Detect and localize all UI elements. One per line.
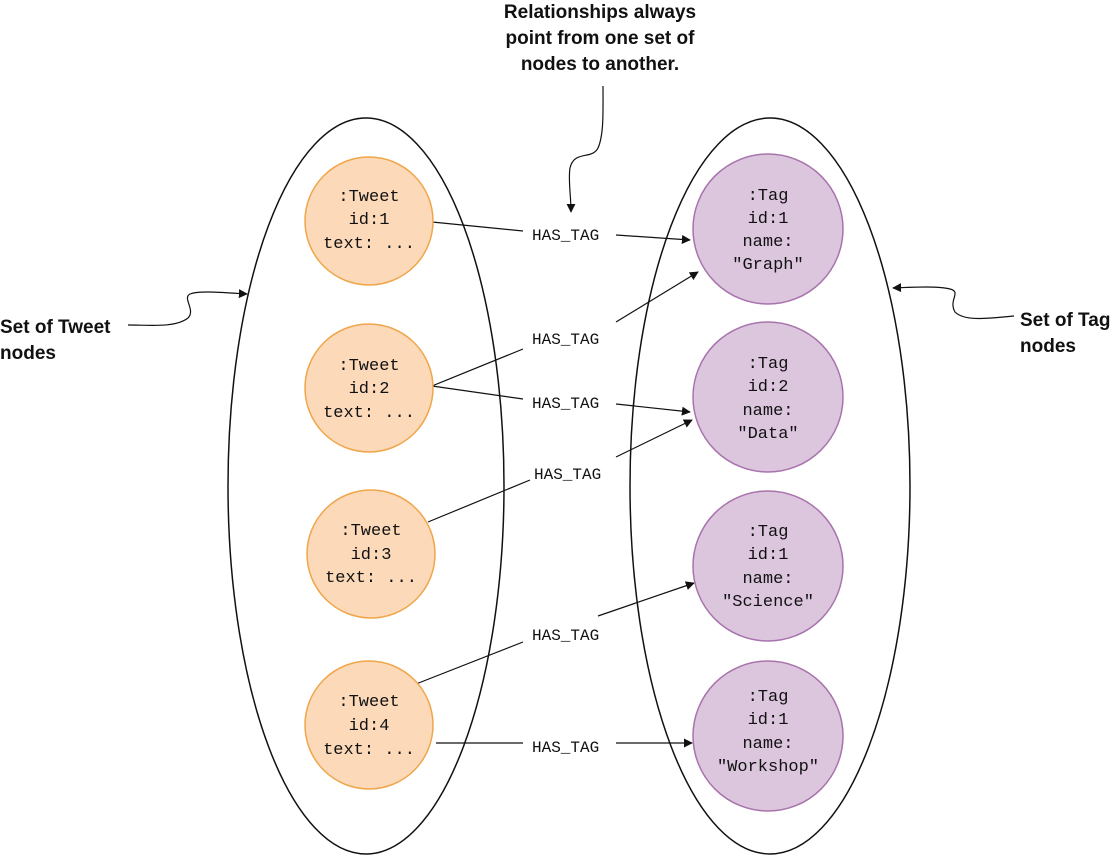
edge-t4-g3: HAS_TAG <box>415 581 695 685</box>
tweet-node-2: :Tweet id:2 text: ... <box>304 323 434 453</box>
tweet-node-text: text: ... <box>323 741 415 760</box>
tag-node-name-value: "Data" <box>737 425 798 444</box>
tweet-node-text: text: ... <box>323 404 415 423</box>
tweet-node-text: text: ... <box>323 235 415 254</box>
tag-node-id: id:1 <box>748 210 789 229</box>
tag-set-annotation-line-2: nodes <box>1020 336 1076 357</box>
tag-node-id: id:1 <box>748 546 789 565</box>
tweet-set-annotation-arrow <box>127 289 248 327</box>
tweet-set-annotation-line-2: nodes <box>0 343 56 364</box>
tag-node-id: id:1 <box>748 711 789 730</box>
edge-t1-g1: HAS_TAG <box>431 221 691 245</box>
tag-node-name-value: "Science" <box>722 593 814 612</box>
tweet-node-3: :Tweet id:3 text: ... <box>306 489 436 619</box>
tag-node-label: :Tag <box>748 187 789 206</box>
tag-set-annotation-line-1: Set of Tag <box>1020 310 1110 331</box>
tweet-node-4: :Tweet id:4 text: ... <box>304 660 434 790</box>
tweet-node-label: :Tweet <box>338 188 399 207</box>
edge-label: HAS_TAG <box>532 227 599 245</box>
tag-node-name-key: name: <box>742 402 793 421</box>
tag-node-name-value: "Graph" <box>732 256 803 275</box>
relationships-annotation-line-3: nodes to another. <box>521 54 679 75</box>
tweet-node-label: :Tweet <box>338 693 399 712</box>
tweet-set-ellipse <box>227 117 505 855</box>
edges-layer: HAS_TAG HAS_TAG HAS_TAG HAS_TAG HAS_TAG … <box>415 221 699 757</box>
tag-set-annotation: Set of Tag nodes <box>1020 310 1110 357</box>
edge-label: HAS_TAG <box>532 395 599 413</box>
tag-node-3: :Tag id:1 name: "Science" <box>692 490 844 642</box>
tweet-node-label: :Tweet <box>338 357 399 376</box>
relationships-annotation-line-1: Relationships always <box>504 2 696 23</box>
tweet-node-id: id:2 <box>349 380 390 399</box>
edge-t2-g1: HAS_TAG <box>431 271 699 387</box>
tweet-set-annotation: Set of Tweet nodes <box>0 317 111 364</box>
tweet-set-annotation-line-1: Set of Tweet <box>0 317 111 338</box>
tag-node-name-key: name: <box>742 570 793 589</box>
edge-label: HAS_TAG <box>534 466 601 484</box>
tag-node-label: :Tag <box>748 523 789 542</box>
tag-set-ellipse <box>629 117 911 855</box>
tag-node-name-key: name: <box>742 233 793 252</box>
edge-t2-g2: HAS_TAG <box>431 385 691 416</box>
tag-node-4: :Tag id:1 name: "Workshop" <box>692 660 844 812</box>
edge-t4-g4: HAS_TAG <box>436 738 693 757</box>
edge-label: HAS_TAG <box>532 627 599 645</box>
tag-node-label: :Tag <box>748 355 789 374</box>
edge-t3-g2: HAS_TAG <box>427 419 693 523</box>
tag-set-annotation-arrow <box>892 283 1015 320</box>
tag-node-name-key: name: <box>742 735 793 754</box>
edge-label: HAS_TAG <box>532 739 599 757</box>
tag-node-2: :Tag id:2 name: "Data" <box>692 321 844 473</box>
edge-label: HAS_TAG <box>532 331 599 349</box>
relationships-annotation-arrow <box>566 85 604 213</box>
tweet-node-id: id:4 <box>349 717 390 736</box>
tag-node-name-value: "Workshop" <box>717 758 819 777</box>
relationships-annotation-line-2: point from one set of <box>506 28 696 49</box>
tweet-node-label: :Tweet <box>340 522 401 541</box>
relationships-annotation: Relationships always point from one set … <box>504 2 696 75</box>
tag-node-id: id:2 <box>748 378 789 397</box>
tweet-node-text: text: ... <box>325 569 417 588</box>
tag-node-label: :Tag <box>748 688 789 707</box>
tweet-node-1: :Tweet id:1 text: ... <box>304 156 434 286</box>
tag-node-1: :Tag id:1 name: "Graph" <box>692 153 844 305</box>
tweet-node-id: id:1 <box>349 211 390 230</box>
tweet-node-id: id:3 <box>351 546 392 565</box>
